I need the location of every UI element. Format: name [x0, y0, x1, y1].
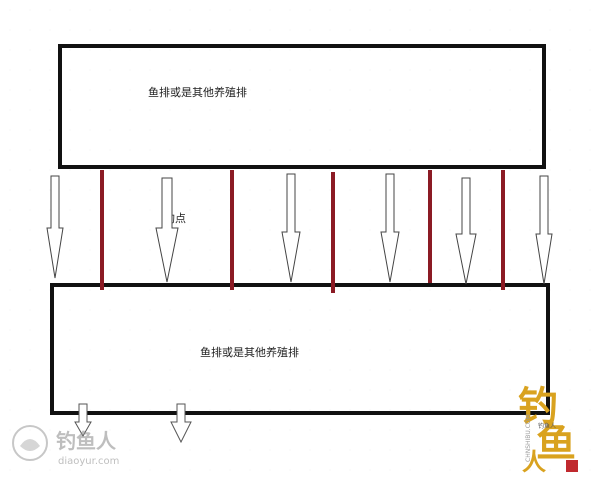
rope-lines: [100, 170, 505, 293]
watermark-right: 钓 鱼 人 钓鱼人 CHNSHIBU.COM: [518, 384, 578, 476]
watermark-calligraphy: 钓: [518, 384, 558, 430]
fish-logo-icon: [12, 425, 48, 461]
watermark-small-brand: 钓鱼人: [538, 422, 556, 430]
watermark-brand: 钓鱼人: [56, 429, 117, 453]
bottom-raft-box: [50, 283, 550, 415]
watermark-url-vertical: CHNSHIBU.COM: [525, 414, 532, 462]
top-raft-box: [58, 44, 546, 169]
lower-arrows: [74, 403, 192, 444]
down-arrow-icon: [535, 175, 553, 285]
watermark-calligraphy: 人: [522, 448, 546, 476]
fish-icon: [20, 439, 40, 451]
bottom-raft-label: 鱼排或是其他养殖排: [200, 345, 299, 359]
down-arrow-icon: [281, 173, 301, 283]
watermark-url: diaoyur.com: [58, 456, 119, 467]
down-arrow-icon: [46, 175, 64, 279]
down-arrow-icon: [380, 173, 400, 283]
down-arrow-icon: [155, 177, 179, 283]
top-raft-label: 鱼排或是其他养殖排: [148, 85, 247, 99]
down-arrow-icon: [170, 403, 192, 444]
down-arrow-icon: [455, 177, 477, 285]
down-arrow-icon: [74, 403, 92, 438]
watermark-calligraphy: 鱼: [536, 420, 576, 466]
seal-stamp-icon: [566, 460, 578, 472]
current-arrows: [46, 173, 553, 285]
watermark-left: 钓鱼人 diaoyur.com: [12, 425, 119, 467]
